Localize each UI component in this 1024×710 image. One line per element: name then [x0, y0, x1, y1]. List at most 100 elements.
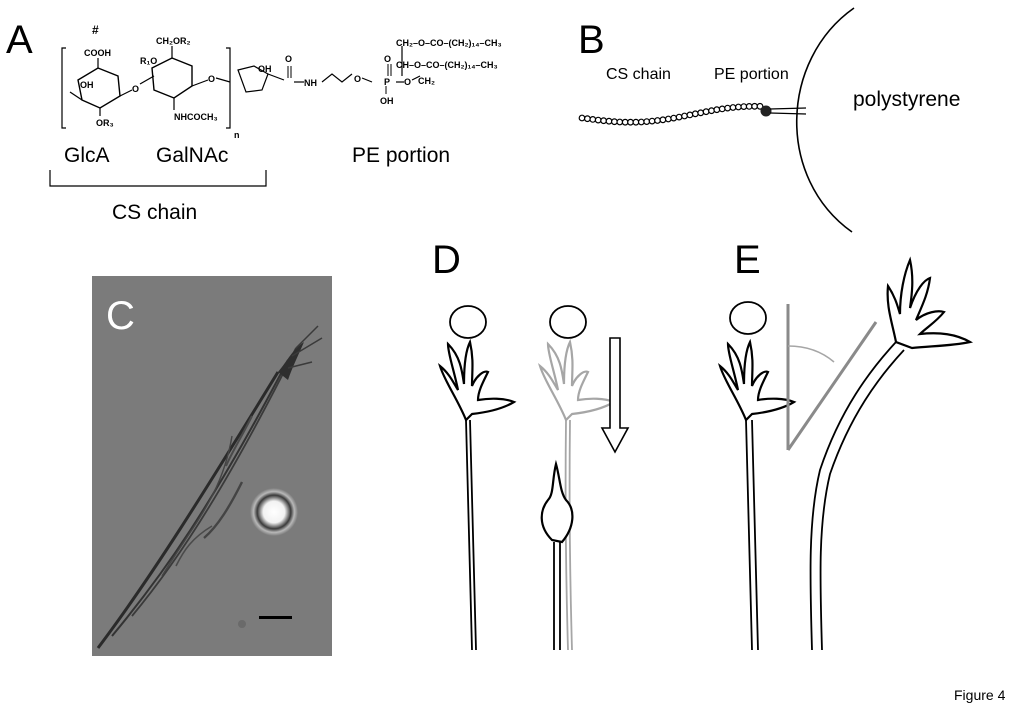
repeat-bracket-right: [226, 47, 231, 129]
cs-bead: [632, 118, 640, 126]
cs-bead: [659, 116, 667, 124]
structure-o-bridge1: O: [132, 84, 139, 94]
cs-bead: [708, 107, 715, 115]
galnac-label: GalNAc: [156, 144, 229, 167]
polystyrene-label: polystyrene: [853, 88, 961, 111]
structure-o-ester: O: [354, 74, 361, 84]
cs-bead: [718, 105, 726, 113]
cs-bead: [594, 116, 602, 124]
panel-d-letter: D: [432, 238, 461, 282]
growth-cone-d2-faded: [537, 338, 617, 422]
pe-portion-label-a: PE portion: [352, 144, 451, 167]
structure-o-bridge2: O: [208, 74, 215, 84]
cs-bead: [729, 104, 737, 111]
cs-bead: [605, 117, 613, 125]
cs-bead: [589, 115, 597, 123]
bright-cell: [250, 488, 298, 536]
neurite-e2: [809, 341, 905, 651]
retraction-arrow-icon: [600, 337, 630, 454]
panel-a-structure: # COOH CH₂OR₂ R₁O OH OR₃ NHCOCH₃ O O OH …: [61, 23, 502, 140]
cs-bead: [600, 117, 607, 125]
cs-bead: [654, 117, 661, 124]
cs-bead: [616, 118, 624, 126]
repeat-bracket-left: [61, 47, 66, 129]
angle-turn-line: [786, 321, 878, 451]
figure-label: Figure 4: [954, 687, 1006, 703]
structure-ch2or2: CH₂OR₂: [156, 36, 191, 46]
neurite-main: [96, 371, 280, 649]
structure-ch2-end: CH₂: [418, 76, 435, 86]
structure-oh1: OH: [80, 80, 94, 90]
cs-chain-bracket: [49, 170, 267, 187]
growth-cone-e2: [886, 256, 974, 350]
structure-nhcoch3: NHCOCH₃: [174, 112, 218, 122]
pe-anchor-dot: [760, 105, 772, 117]
angle-arc: [787, 345, 835, 363]
cs-bead: [697, 109, 705, 117]
cs-bead: [675, 113, 683, 121]
growth-cone-e1: [717, 338, 797, 422]
cs-bead: [686, 111, 694, 119]
structure-hash: #: [92, 23, 99, 37]
cs-chain-beads: [578, 102, 764, 126]
retraction-bulb: [540, 459, 574, 544]
cs-bead: [681, 112, 688, 120]
panel-a-letter: A: [6, 18, 33, 62]
neurite-d1: [465, 419, 477, 651]
cs-bead: [627, 118, 634, 126]
cs-bead: [578, 114, 586, 122]
structure-p-oh: OH: [380, 96, 394, 106]
reducing-end-ring: [237, 65, 269, 93]
cs-bead: [670, 114, 678, 122]
cs-chain-label-b: CS chain: [606, 66, 671, 83]
micrograph-panel: C: [92, 276, 332, 656]
cs-bead: [745, 102, 753, 110]
structure-o-amide: O: [285, 54, 292, 64]
structure-p: P: [384, 77, 390, 87]
structure-r1o: R₁O: [140, 56, 157, 66]
cs-bead: [740, 103, 748, 110]
cs-bead: [648, 117, 656, 125]
panel-c-letter: C: [106, 294, 135, 338]
bead-d1: [449, 305, 487, 339]
pe-lipid-tails: [769, 107, 807, 115]
scale-bar: [259, 616, 292, 619]
structure-nh: NH: [304, 78, 317, 88]
cs-bead: [583, 115, 591, 123]
panel-d-diagram: [437, 305, 630, 651]
bead-e: [729, 301, 767, 335]
panel-e-diagram: [717, 256, 974, 651]
structure-oh2: OH: [258, 64, 272, 74]
neurite-d2: [553, 542, 561, 650]
cs-bead: [751, 102, 759, 110]
panel-e-letter: E: [734, 238, 761, 282]
structure-cooh: COOH: [84, 48, 111, 58]
glca-label: GlcA: [64, 144, 110, 167]
galnac-ring: [151, 57, 193, 99]
micrograph-image: [92, 276, 332, 656]
cs-bead: [713, 106, 721, 114]
cs-bead: [664, 115, 672, 123]
cs-bead: [756, 102, 764, 110]
bead-d2: [549, 305, 587, 339]
structure-lipid-2: CH–O–CO–(CH₂)₁₄–CH₃: [396, 60, 498, 70]
cs-bead: [643, 118, 651, 125]
structure-n: n: [234, 130, 240, 140]
cs-bead: [734, 103, 742, 111]
pe-portion-label-b: PE portion: [714, 66, 789, 83]
cs-bead: [637, 118, 645, 126]
growth-cone-tip: [278, 342, 304, 380]
cs-bead: [702, 108, 710, 116]
cs-bead: [691, 110, 699, 118]
structure-o-link: O: [404, 77, 411, 87]
polystyrene-surface: [795, 7, 855, 233]
structure-lipid-1: CH₂–O–CO–(CH₂)₁₄–CH₃: [396, 38, 502, 48]
neurite-e1: [745, 419, 759, 651]
cs-bead: [724, 104, 732, 112]
structure-or3: OR₃: [96, 118, 114, 128]
panel-b-diagram: [578, 7, 855, 233]
panel-b-letter: B: [578, 18, 605, 62]
growth-cone-d1: [437, 338, 517, 422]
structure-o-double: O: [384, 54, 391, 64]
